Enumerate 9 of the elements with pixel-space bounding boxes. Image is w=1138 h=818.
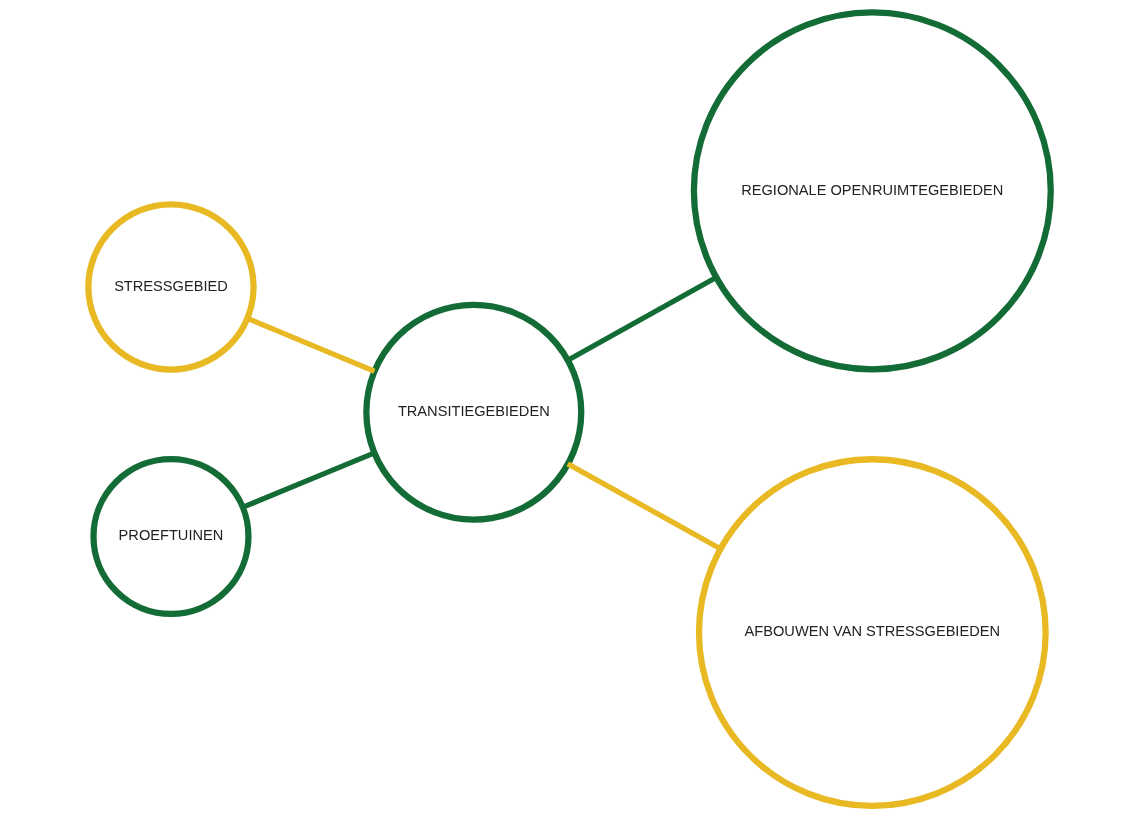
node-circle: REGIONALE OPENRUIMTEGEBIEDEN <box>690 9 1054 373</box>
node-circle: STRESSGEBIED <box>84 201 257 373</box>
node-circle: TRANSITIEGEBIEDEN <box>362 301 584 523</box>
connector <box>246 316 375 374</box>
connector <box>566 461 722 552</box>
node-circle: AFBOUWEN VAN STRESSGEBIEDEN <box>695 456 1049 810</box>
connector <box>241 450 375 510</box>
connector <box>566 275 717 363</box>
node-circle: PROEFTUINEN <box>89 455 252 618</box>
